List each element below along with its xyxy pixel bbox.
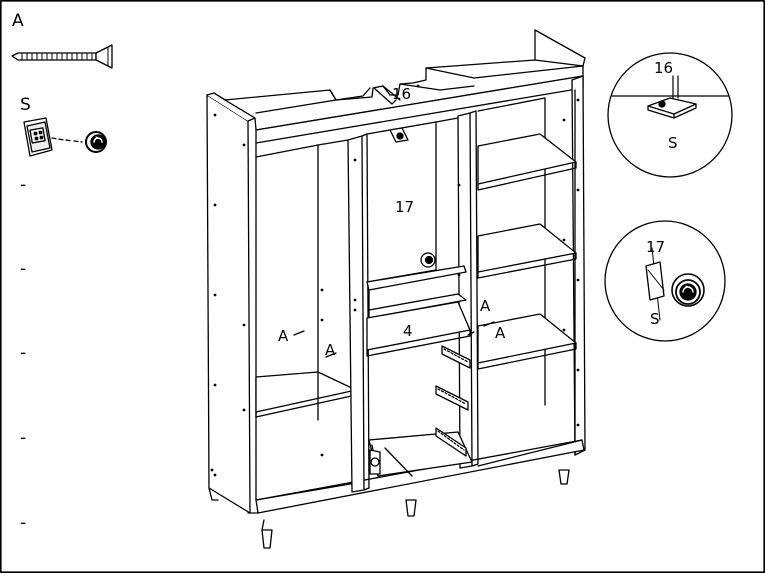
checklist-mark: - [20, 175, 26, 195]
feet [208, 469, 570, 549]
shelf-4-label: 4 [403, 322, 413, 340]
cam-lock-fitting-icon [23, 117, 107, 157]
wardrobe-drawing: 16 17 4 A A A A [206, 29, 586, 549]
center-back-panel [366, 117, 471, 357]
detail-top-callout: 16 S [607, 52, 733, 178]
panel-17-label: 17 [395, 198, 414, 216]
legend-panel: A S - - - - - [11, 11, 113, 533]
checklist-mark: - [20, 428, 26, 448]
screw-icon [11, 44, 113, 69]
right-side-panel [571, 75, 586, 456]
center-dividers [347, 110, 479, 493]
detail-bottom-panel-number: 17 [646, 238, 665, 256]
left-side-panel [206, 92, 256, 514]
checklist-mark: - [20, 513, 26, 533]
left-compartment [255, 139, 363, 501]
part-s-letter: S [20, 95, 31, 115]
dowel-holes [210, 84, 580, 477]
screw-a-label: A [325, 341, 336, 359]
detail-top-panel-number: 16 [654, 59, 673, 77]
checklist-mark: - [20, 343, 26, 363]
detail-bottom-callout: 17 S [604, 220, 726, 342]
detail-top-fitting-letter: S [668, 134, 678, 152]
screw-a-label: A [480, 297, 491, 315]
right-compartment [477, 97, 583, 467]
part-a-letter: A [12, 11, 24, 31]
checklist-mark: - [20, 259, 26, 279]
bottom-plinth [247, 439, 585, 514]
panel-16-label: 16 [392, 85, 411, 103]
detail-bottom-fitting-letter: S [650, 310, 660, 328]
screw-arrow-marks [293, 321, 495, 358]
screw-a-label: A [278, 327, 289, 345]
center-drawer-area [368, 345, 473, 477]
screw-a-label: A [495, 324, 506, 342]
